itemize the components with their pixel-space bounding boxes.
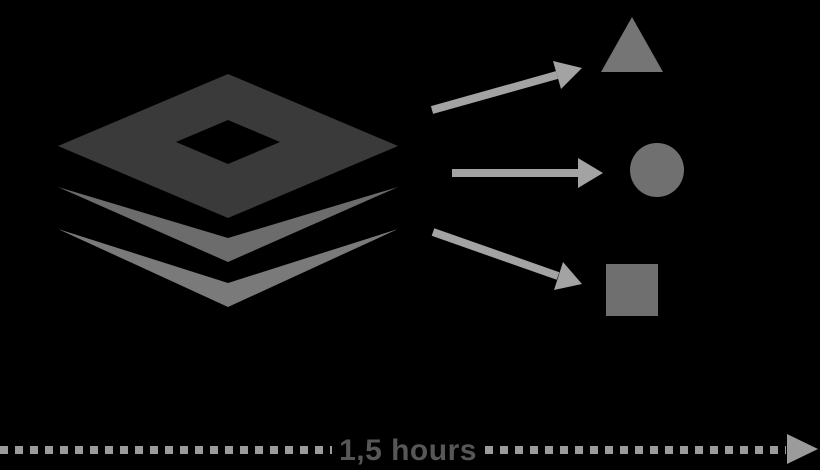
layer-bottom <box>58 229 398 307</box>
timeline-label: 1,5 hours <box>339 434 477 467</box>
triangle-shape <box>601 17 663 72</box>
arrow-to-circle <box>452 158 603 188</box>
timeline: 1,5 hours <box>0 434 818 467</box>
arrow-to-triangle-head-icon <box>553 61 582 89</box>
arrow-to-triangle <box>430 61 582 114</box>
arrow-to-square-head-icon <box>554 262 582 290</box>
circle-shape <box>630 143 684 197</box>
arrow-to-triangle-shaft <box>430 71 559 114</box>
layers-icon <box>58 74 398 307</box>
arrow-to-circle-head-icon <box>578 158 603 188</box>
arrow-to-square <box>431 228 582 290</box>
arrow-to-square-shaft <box>431 228 560 280</box>
timeline-arrowhead-icon <box>787 434 818 464</box>
layer-top <box>58 74 398 218</box>
layer-middle <box>58 187 398 262</box>
square-shape <box>606 264 658 316</box>
